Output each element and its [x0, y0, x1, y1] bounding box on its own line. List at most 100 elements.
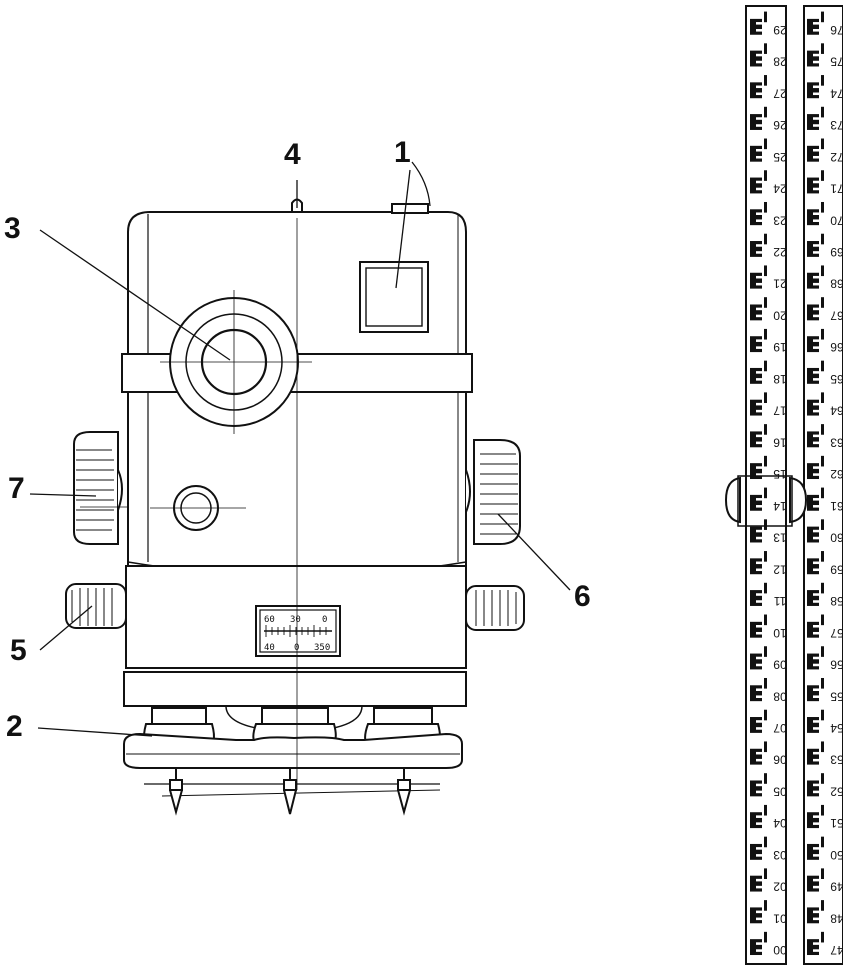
- rod-graduation-block: [807, 304, 819, 321]
- rod-tick: [764, 170, 767, 174]
- rod-graduation-block: [807, 177, 819, 194]
- rod-tick: [764, 455, 767, 459]
- rod-graduation-block: [807, 367, 819, 384]
- rod-notch: [756, 92, 762, 96]
- rod-label: 14: [773, 499, 787, 513]
- rod-notch: [756, 124, 762, 127]
- rod-tick: [764, 614, 767, 618]
- rod-label: 76: [830, 23, 843, 37]
- rod-tick: [821, 75, 824, 79]
- rod-tick: [821, 424, 824, 428]
- leveling-rod: 2928272625242322212019181716151413121110…: [724, 5, 843, 965]
- rod-tick: [821, 900, 824, 904]
- rod-label: 61: [830, 499, 843, 513]
- rod-notch: [756, 60, 762, 64]
- rod-notch: [813, 561, 819, 565]
- rod-notch: [756, 600, 762, 603]
- rod-notch: [813, 854, 819, 857]
- rod-graduation-block: [750, 399, 762, 416]
- rod-tick: [821, 839, 824, 843]
- rod-tick: [764, 490, 767, 494]
- rod-notch: [756, 22, 762, 25]
- callout-2: 2: [6, 710, 23, 743]
- rod-tick: [821, 844, 824, 848]
- rod-tick: [764, 111, 767, 115]
- right-focus-knob: [465, 439, 521, 545]
- rod-tick: [764, 619, 767, 623]
- rod-tick: [821, 241, 824, 245]
- rod-graduation-block: [807, 145, 819, 162]
- rod-label: 04: [773, 816, 787, 830]
- rod-notch: [813, 251, 819, 254]
- rod-tick: [764, 265, 767, 269]
- rod-notch: [756, 751, 762, 755]
- rod-tick: [764, 431, 767, 435]
- rod-label: 24: [773, 182, 787, 196]
- rod-tick: [764, 714, 767, 718]
- rod-notch: [756, 180, 762, 184]
- rod-notch: [756, 942, 762, 945]
- rod-notch: [756, 155, 762, 159]
- rod-label: 21: [773, 277, 787, 291]
- rod-tick: [764, 233, 767, 237]
- rod-label: 26: [773, 118, 787, 132]
- rod-tick: [764, 780, 767, 784]
- rod-notch: [756, 529, 762, 533]
- rod-notch: [756, 727, 762, 730]
- rod-tick: [764, 709, 767, 713]
- rod-notch: [813, 212, 819, 215]
- rod-notch: [756, 148, 762, 152]
- rod-tick: [764, 207, 767, 211]
- rod-tick: [821, 524, 824, 528]
- rod-graduation-block: [807, 621, 819, 638]
- rod-label: 13: [773, 531, 787, 545]
- rod-graduation-block: [750, 50, 762, 67]
- rod-graduation-block: [750, 272, 762, 289]
- rod-tick: [821, 622, 824, 626]
- rod-tick: [764, 651, 767, 655]
- rod-tick: [764, 934, 767, 938]
- rod-right-marks: 7675747372717069686766656463626160595857…: [807, 11, 843, 957]
- rod-tick: [764, 868, 767, 872]
- rod-tick: [764, 241, 767, 245]
- rod-graduation-block: [807, 812, 819, 829]
- rod-graduation-block: [807, 843, 819, 860]
- rod-tick: [764, 646, 767, 650]
- rod-graduation-block: [750, 780, 762, 797]
- rod-label: 02: [773, 880, 787, 894]
- rod-tick: [821, 114, 824, 118]
- rod-tick: [764, 582, 767, 586]
- rod-tick: [821, 14, 824, 18]
- rod-tick: [821, 521, 824, 525]
- rod-tick: [821, 490, 824, 494]
- rod-tick: [821, 331, 824, 335]
- rod-notch: [813, 878, 819, 882]
- scale-bottom-2: 350: [314, 643, 330, 653]
- rod-tick: [764, 82, 767, 86]
- rod-tick: [821, 807, 824, 811]
- rod-tick: [821, 685, 824, 689]
- rod-label: 57: [830, 626, 843, 640]
- rod-tick: [764, 114, 767, 118]
- leader-6: [497, 513, 571, 591]
- rod-tick: [821, 648, 824, 652]
- rod-tick: [821, 743, 824, 747]
- rod-graduation-block: [750, 526, 762, 543]
- rod-tick: [764, 141, 767, 145]
- rod-tick: [764, 553, 767, 557]
- rod-tick: [764, 146, 767, 150]
- rod-tick: [764, 143, 767, 147]
- callout-1: 1: [394, 136, 411, 169]
- callout-3: 3: [4, 212, 21, 245]
- rod-tick: [764, 77, 767, 81]
- rod-graduation-block: [807, 748, 819, 765]
- rod-notch: [756, 663, 762, 667]
- rod-tick: [821, 841, 824, 845]
- rod-label: 19: [773, 340, 787, 354]
- rod-tick: [821, 172, 824, 176]
- rod-tick: [764, 304, 767, 308]
- rod-label: 69: [830, 245, 843, 259]
- rod-notch: [756, 783, 762, 787]
- rod-tick: [764, 209, 767, 213]
- rod-tick: [764, 463, 767, 467]
